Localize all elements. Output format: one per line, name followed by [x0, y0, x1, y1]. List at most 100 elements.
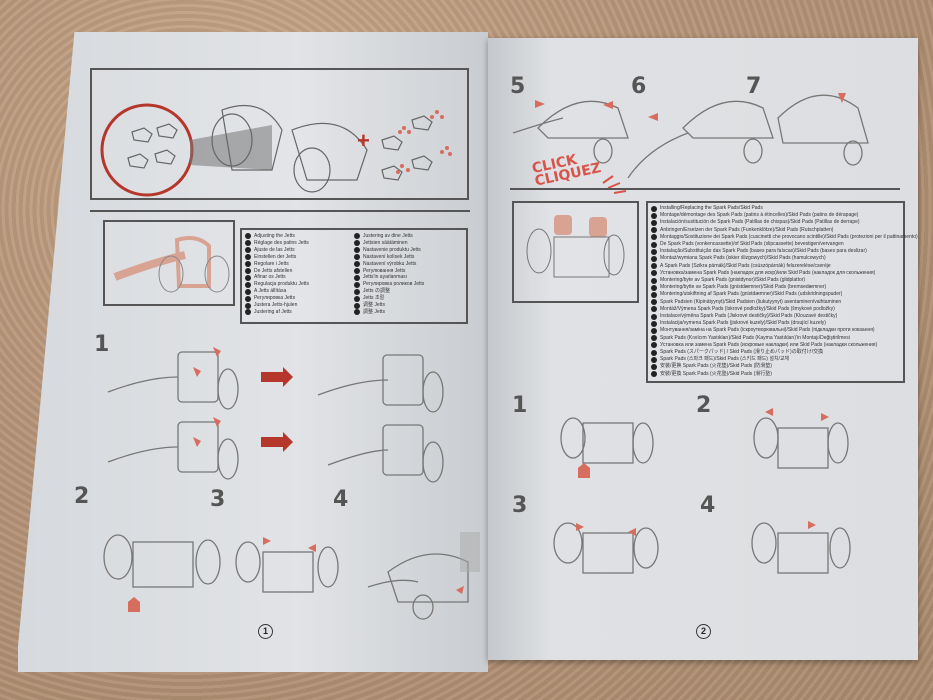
step-number-4: 4	[333, 487, 349, 512]
red-arrow-right-icon	[261, 367, 293, 387]
step1-jetts-illustrations	[107, 347, 444, 483]
skid-pads-thumbnail	[512, 201, 639, 303]
jetts-adjust-thumbnail	[103, 220, 235, 306]
flag-badge-icon	[651, 277, 657, 284]
flag-badge-icon	[651, 205, 657, 212]
flag-badge-icon	[245, 233, 251, 240]
lang-item: Justering av dine Jetts	[354, 233, 424, 240]
lang-item: Instalacija/vymena Spark Pads (jiskrové …	[651, 320, 918, 327]
lang-item: 安装/更换 Spark Pads (火花垫)/Skid Pads (防滑垫)	[651, 363, 918, 371]
flag-badge-icon	[354, 281, 360, 288]
lang-item: Nastavení výrobku Jetts	[354, 261, 424, 268]
flag-badge-icon	[651, 270, 657, 277]
flag-badge-icon	[651, 248, 657, 255]
lang-item: 安裝/更換 Spark Pads (火花墊)/Skid Pads (滑行墊)	[651, 371, 918, 378]
flag-badge-icon	[245, 309, 251, 316]
lang-item: Nastavenie produktu Jetts	[354, 247, 424, 254]
step-number-6: 6	[631, 74, 647, 99]
lang-item: Jetts 조절	[354, 295, 424, 302]
flag-badge-icon	[354, 233, 360, 240]
flag-badge-icon	[651, 234, 657, 241]
flag-badge-icon	[651, 284, 657, 291]
flag-badge-icon	[651, 227, 657, 234]
flag-badge-icon	[354, 295, 360, 302]
flag-badge-icon	[651, 342, 657, 349]
flag-badge-icon	[651, 335, 657, 342]
skid-pad-steps-illustrations	[553, 408, 851, 574]
lang-item: Adjusting the Jetts	[245, 233, 309, 240]
lang-item: Jetts の調整	[354, 288, 424, 295]
flag-badge-icon	[354, 267, 360, 274]
lang-item: Montage/démontage des Spark Pads (patins…	[651, 212, 918, 219]
flag-badge-icon	[651, 371, 657, 378]
lang-item: Instalace/výměna Spark Pads (Jiskrové de…	[651, 313, 918, 320]
flag-badge-icon	[354, 261, 360, 268]
flag-badge-icon	[651, 349, 657, 356]
lang-item: Montering/utskiftning af Spark Pads (gni…	[651, 291, 918, 299]
flag-badge-icon	[354, 288, 360, 295]
lang-item: Installing/Replacing the Spark Pads/Skid…	[651, 205, 918, 212]
lang-item: De Spark Pads (vonkencassette)/of Skid P…	[651, 241, 918, 248]
plus-symbol: +	[357, 128, 370, 153]
flag-badge-icon	[245, 247, 251, 254]
lang-item: A Spark Pads (Szikra párnák)/Skid Pads (…	[651, 263, 918, 270]
flag-badge-icon	[245, 254, 251, 261]
lang-item: Установка или замена Spark Pads (искровы…	[651, 342, 918, 349]
right-page: 5 6 7 CLICK CLIQUEZ Installing/Replacing…	[488, 38, 918, 660]
step-number-2: 2	[696, 393, 712, 418]
flag-badge-icon	[651, 306, 657, 313]
flag-badge-icon	[245, 274, 251, 281]
lang-item: Регулировка Jetts	[245, 295, 309, 302]
step-number-7: 7	[746, 74, 762, 99]
flag-badge-icon	[651, 256, 657, 263]
left-page: + Adjusting the Jetts Réglage des patins…	[18, 32, 488, 672]
lang-item: 调整 Jetts	[354, 302, 424, 309]
flag-badge-icon	[651, 320, 657, 327]
divider-line	[90, 210, 470, 212]
flag-badge-icon	[651, 356, 657, 363]
lang-item: Instalación/sustitución de Spark Pads (P…	[651, 219, 918, 226]
flag-badge-icon	[245, 295, 251, 302]
lang-item: Réglage des patins Jetts	[245, 240, 309, 247]
lang-item: 調整 Jetts	[354, 309, 424, 316]
flag-badge-icon	[245, 267, 251, 274]
language-list: Installing/Replacing the Spark Pads/Skid…	[651, 205, 918, 378]
lang-item: Монтування/заміна на Spark Pads (іскроут…	[651, 327, 918, 335]
language-list-col2: Justering av dine Jetts Jettsien säätämi…	[354, 233, 424, 316]
lang-item: Spark Pads (Kıvılcım Yastıkları)/Skid Pa…	[651, 335, 918, 342]
flag-badge-icon	[354, 302, 360, 309]
lang-item: Regulacja produktu Jetts	[245, 281, 309, 288]
flag-badge-icon	[651, 328, 657, 335]
lang-item: Spark Pads (스파크 패드)/Skid Pads (스키드 패드) 설…	[651, 356, 918, 363]
step-number-4: 4	[700, 493, 716, 518]
lang-item: Jetts'in ayarlanması	[354, 274, 424, 281]
flag-badge-icon	[354, 254, 360, 261]
divider-line	[510, 188, 900, 190]
flag-badge-icon	[354, 274, 360, 281]
spark-pads-zoom-circle	[100, 103, 452, 197]
language-list-col1: Adjusting the Jetts Réglage des patins J…	[245, 233, 309, 316]
lang-item: Regolare i Jetts	[245, 261, 309, 268]
lang-item: Anbringen/Ersetzen der Spark Pads (Funke…	[651, 227, 918, 234]
skid-pads-illustration	[526, 215, 625, 278]
lang-item: A Jetts állítása	[245, 288, 309, 295]
flag-badge-icon	[245, 281, 251, 288]
flag-badge-icon	[651, 241, 657, 248]
step-number-3: 3	[512, 493, 528, 518]
flag-badge-icon	[651, 212, 657, 219]
lang-item: Nastavení kolísek Jetts	[354, 254, 424, 261]
adjusting-jetts-language-box: Adjusting the Jetts Réglage des patins J…	[240, 228, 468, 324]
step-number-5: 5	[510, 74, 526, 99]
lang-item: Afinar os Jetts	[245, 274, 309, 281]
jetts-strap-illustration	[113, 236, 230, 293]
steps-5-7-shoe-illustrations	[512, 93, 869, 194]
lang-item: Montáž/Výmena Spark Pads (Iskrové podlož…	[651, 306, 918, 313]
lang-item: Montaż/wymiana Spark Pads (iskier ślizgo…	[651, 255, 918, 263]
flag-badge-icon	[354, 309, 360, 316]
lang-item: Jettsien säätäminen	[354, 240, 424, 247]
flag-badge-icon	[651, 263, 657, 270]
red-arrow-right-icon	[261, 432, 293, 452]
page-number-left: 1	[258, 624, 273, 639]
lang-item: Регулировка роликов Jetts	[354, 281, 424, 288]
step-number-2: 2	[74, 484, 90, 509]
